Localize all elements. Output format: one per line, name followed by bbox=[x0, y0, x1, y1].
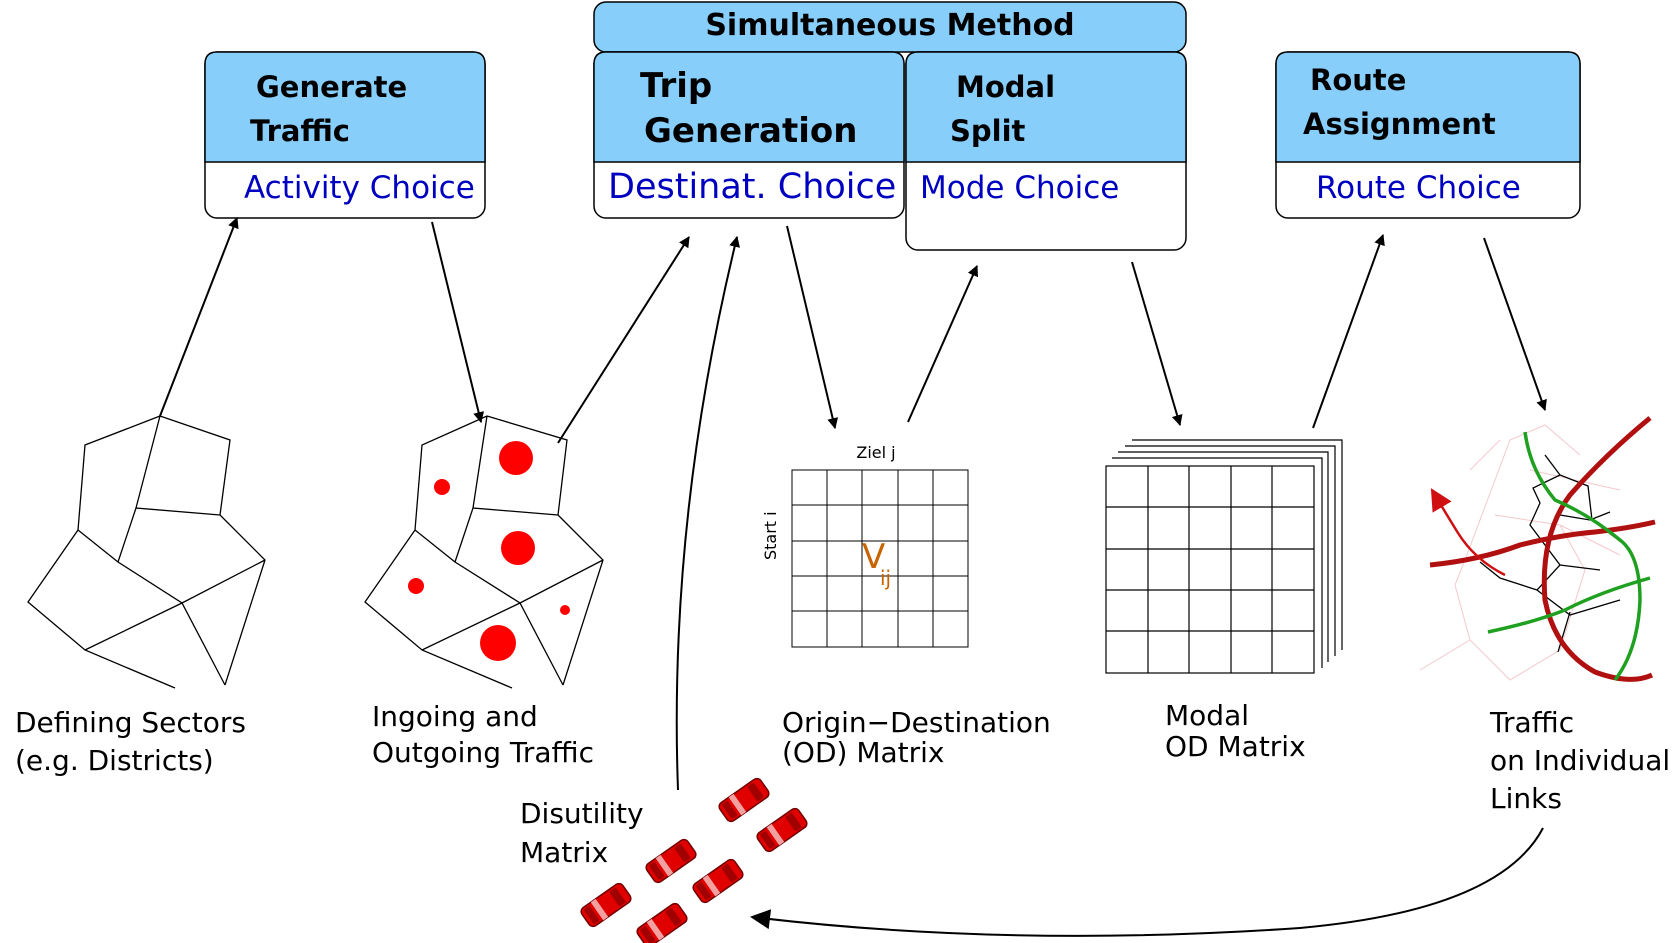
links-caption-3: Links bbox=[1490, 782, 1562, 815]
disutility-caption-1: Disutility bbox=[520, 797, 644, 830]
arrow-modal-to-modalod bbox=[1131, 261, 1183, 427]
modal-split-title-2: Split bbox=[950, 114, 1026, 148]
generate-traffic-title-1: Generate bbox=[256, 70, 407, 104]
od-matrix-cell-main: V bbox=[862, 537, 885, 577]
arrow-trip-to-od bbox=[786, 225, 839, 430]
activity-choice-label: Activity Choice bbox=[244, 170, 475, 206]
modal-split-box: Modal Split Mode Choice bbox=[905, 51, 1187, 251]
car-icon bbox=[716, 775, 772, 825]
modal-od-caption-2: OD Matrix bbox=[1165, 730, 1306, 763]
od-matrix-grid bbox=[791, 469, 969, 648]
simultaneous-method-box: Simultaneous Method bbox=[593, 1, 1187, 53]
traffic-circle bbox=[501, 531, 535, 565]
road-network-map bbox=[1419, 416, 1656, 682]
simultaneous-method-title: Simultaneous Method bbox=[705, 8, 1074, 43]
route-choice-label: Route Choice bbox=[1316, 170, 1521, 206]
mode-choice-label: Mode Choice bbox=[920, 170, 1119, 206]
arrow-disutility-to-trip bbox=[675, 235, 740, 791]
links-caption-2: on Individual bbox=[1490, 744, 1670, 777]
traffic-circle bbox=[480, 625, 516, 661]
route-assignment-box: Route Assignment Route Choice bbox=[1275, 51, 1581, 219]
od-matrix-caption-2: (OD) Matrix bbox=[782, 736, 945, 769]
car-icon bbox=[754, 805, 810, 855]
destination-choice-label: Destinat. Choice bbox=[608, 167, 896, 207]
arrow-route-to-links bbox=[1483, 237, 1547, 412]
modal-split-title-1: Modal bbox=[956, 70, 1055, 104]
modal-od-caption-1: Modal bbox=[1165, 699, 1249, 732]
modal-od-matrix bbox=[1105, 439, 1343, 674]
car-icon bbox=[634, 900, 690, 943]
arrow-od-to-modal bbox=[907, 264, 979, 423]
sectors-caption-1: Defining Sectors bbox=[15, 706, 246, 739]
od-matrix-caption-1: Origin−Destination bbox=[782, 706, 1051, 739]
trip-generation-title-2: Generation bbox=[644, 111, 857, 151]
od-matrix-cell-sub: ij bbox=[880, 566, 891, 590]
traffic-io-caption-1: Ingoing and bbox=[372, 700, 538, 733]
generate-traffic-box: Generate Traffic Activity Choice bbox=[204, 51, 486, 219]
route-assignment-title-2: Assignment bbox=[1303, 107, 1496, 141]
disutility-caption-2: Matrix bbox=[520, 836, 608, 869]
route-assignment-title-1: Route bbox=[1310, 63, 1406, 97]
sectors-map bbox=[27, 415, 266, 689]
arrow-links-to-disutility bbox=[750, 827, 1544, 937]
arrow-traffic-to-trip bbox=[557, 236, 690, 444]
generate-traffic-title-2: Traffic bbox=[250, 114, 350, 148]
trip-generation-title-1: Trip bbox=[640, 66, 712, 106]
car-icon bbox=[643, 836, 699, 886]
traffic-circle bbox=[434, 479, 450, 495]
trip-generation-box: Trip Generation Destinat. Choice bbox=[593, 51, 905, 219]
flow-arrows bbox=[159, 216, 1547, 937]
arrow-sectors-to-generate bbox=[159, 216, 239, 417]
car-icon bbox=[690, 856, 746, 906]
ingoing-outgoing-map bbox=[364, 415, 604, 689]
arrow-modalod-to-route bbox=[1312, 233, 1385, 429]
traffic-circle bbox=[560, 605, 570, 615]
traffic-io-caption-2: Outgoing Traffic bbox=[372, 736, 594, 769]
arrow-generate-to-traffic bbox=[431, 221, 484, 424]
traffic-circle bbox=[499, 441, 533, 475]
car-icon bbox=[578, 880, 634, 930]
sectors-caption-2: (e.g. Districts) bbox=[15, 744, 214, 777]
od-matrix-row-label: Start i bbox=[761, 511, 780, 560]
traffic-circle bbox=[408, 578, 424, 594]
od-matrix-col-label: Ziel j bbox=[856, 443, 895, 462]
links-caption-1: Traffic bbox=[1489, 706, 1574, 739]
